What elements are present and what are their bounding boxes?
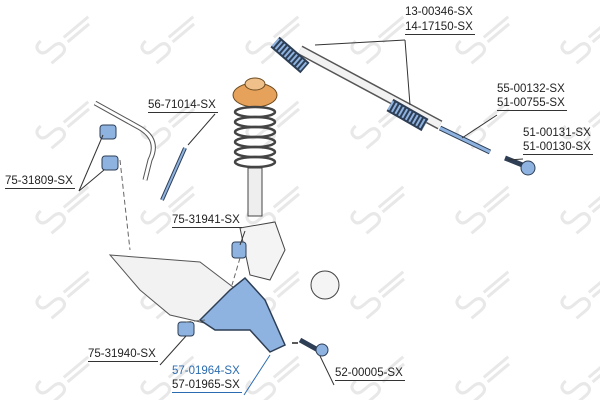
- hub: [310, 270, 340, 300]
- label-stabilizer-bushing: 75-31809-SX: [5, 175, 75, 189]
- steering-knuckle: [239, 221, 286, 281]
- label-steering-boot-2: 14-17150-SX: [405, 21, 475, 35]
- label-control-arm-1: 57-01964-SX: [172, 365, 240, 377]
- label-tie-rod-end-2: 51-00130-SX: [523, 141, 593, 155]
- stabilizer-bushing: [101, 155, 119, 171]
- arm-bushing-rear: [231, 241, 247, 259]
- arm-bushing-front: [177, 321, 195, 337]
- coil-spring: [233, 105, 277, 169]
- shock-absorber: [247, 167, 263, 217]
- label-tie-rod-end-1: 51-00131-SX: [523, 127, 591, 139]
- stabilizer-bushing: [99, 124, 117, 140]
- label-control-arm-2: 57-01965-SX: [172, 379, 242, 393]
- label-ball-joint: 52-00005-SX: [335, 367, 405, 381]
- label-stabilizer-link: 56-71014-SX: [148, 99, 218, 113]
- ball-joint: [298, 337, 320, 353]
- label-arm-bushing-rear: 75-31941-SX: [172, 214, 242, 228]
- label-steering-boot-1: 13-00346-SX: [405, 6, 473, 18]
- label-inner-tie-rod-1: 55-00132-SX: [497, 83, 565, 95]
- label-inner-tie-rod-2: 51-00755-SX: [497, 97, 567, 111]
- control-arm: [198, 276, 286, 353]
- label-arm-bushing-front: 75-31940-SX: [88, 348, 158, 362]
